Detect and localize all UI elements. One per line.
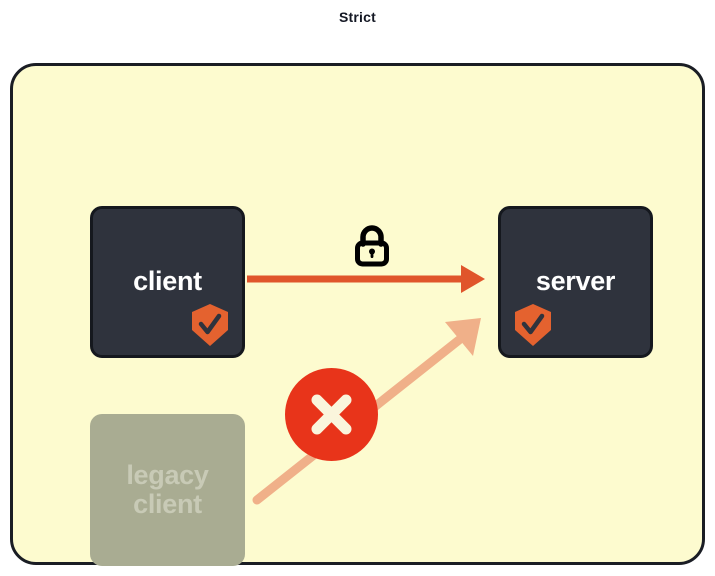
node-server[interactable]: server: [498, 206, 653, 358]
node-client[interactable]: client: [90, 206, 245, 358]
node-legacy-client-label: legacy client: [126, 459, 209, 519]
padlock-icon: [355, 225, 389, 267]
diagram-panel: client server legacy client: [10, 63, 705, 566]
verified-shield-icon: [192, 304, 228, 346]
secure-connection-arrow: [247, 265, 485, 293]
node-client-label: client: [133, 266, 202, 297]
node-server-label: server: [535, 266, 616, 297]
node-legacy-client-label-line1: legacy: [126, 459, 209, 490]
x-circle-icon: [285, 368, 378, 461]
node-legacy-client[interactable]: legacy client: [90, 414, 245, 566]
node-legacy-client-label-line2: client: [133, 489, 202, 519]
verified-shield-icon: [515, 304, 551, 346]
page-title: Strict: [339, 9, 376, 25]
